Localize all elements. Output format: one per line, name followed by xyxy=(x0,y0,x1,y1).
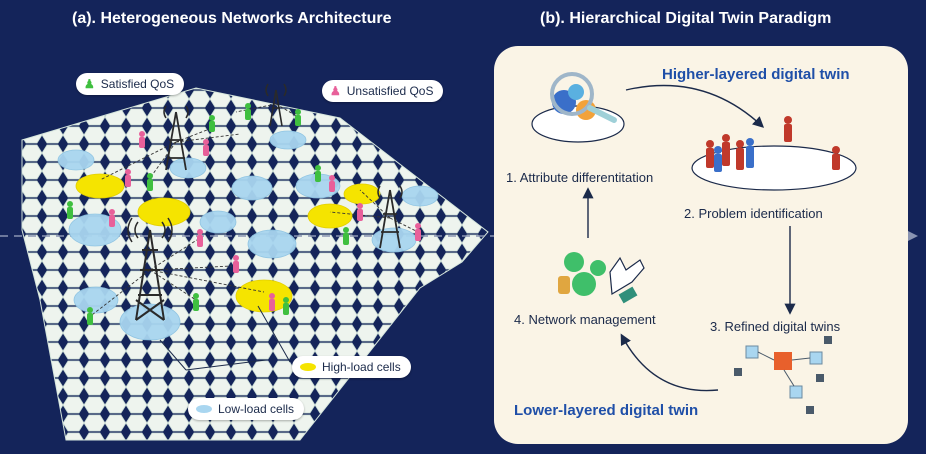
tower-icon xyxy=(269,89,283,127)
step-refined-digital-twins: 3. Refined digital twins xyxy=(710,319,841,334)
attribute-differentiation-icon xyxy=(531,72,625,143)
high-load-cell-icon xyxy=(300,363,316,371)
unsatisfied-user-icon: ♟ xyxy=(330,84,341,98)
low-load-cell-icon xyxy=(196,405,212,413)
step-attribute-differentiation: 1. Attribute differentitation xyxy=(506,170,654,185)
satisfied-user-icon: ♟ xyxy=(84,77,95,91)
low-load-cells-label: Low-load cells xyxy=(188,398,305,420)
problem-identification-icon xyxy=(691,116,857,191)
tower-icon xyxy=(379,189,401,249)
tower-icon xyxy=(135,229,165,321)
lower-layer-title: Lower-layered digital twin xyxy=(514,402,699,419)
digital-twin-panel: Higher-layered digital twin Lower-layere… xyxy=(494,46,908,444)
high-load-cells xyxy=(75,173,381,313)
higher-layer-title: Higher-layered digital twin xyxy=(662,66,850,83)
satisfied-qos-label: ♟ Satisfied QoS xyxy=(76,73,185,95)
signal-icon xyxy=(127,83,403,243)
unsatisfied-qos-label: ♟ Unsatisfied QoS xyxy=(322,80,444,102)
refined-digital-twins-icon xyxy=(734,336,832,414)
panel-a-title: (a). Heterogeneous Networks Architecture xyxy=(72,10,392,27)
arrow-3-to-4 xyxy=(620,333,719,392)
step-network-management: 4. Network management xyxy=(514,312,656,327)
panel-b-title: (b). Hierarchical Digital Twin Paradigm xyxy=(540,10,832,27)
hex-grid-plane xyxy=(21,87,489,441)
unsatisfied-users xyxy=(109,131,421,311)
separator-arrow xyxy=(908,231,918,241)
step-problem-identification: 2. Problem identification xyxy=(684,206,823,221)
digital-twin-flow xyxy=(531,72,857,414)
arrow-1-to-2 xyxy=(625,84,765,128)
network-management-icon xyxy=(558,252,645,304)
low-load-cells xyxy=(57,130,439,341)
satisfied-users xyxy=(67,103,349,325)
high-load-cells-label: High-load cells xyxy=(292,356,411,378)
tower-icon xyxy=(165,111,187,171)
